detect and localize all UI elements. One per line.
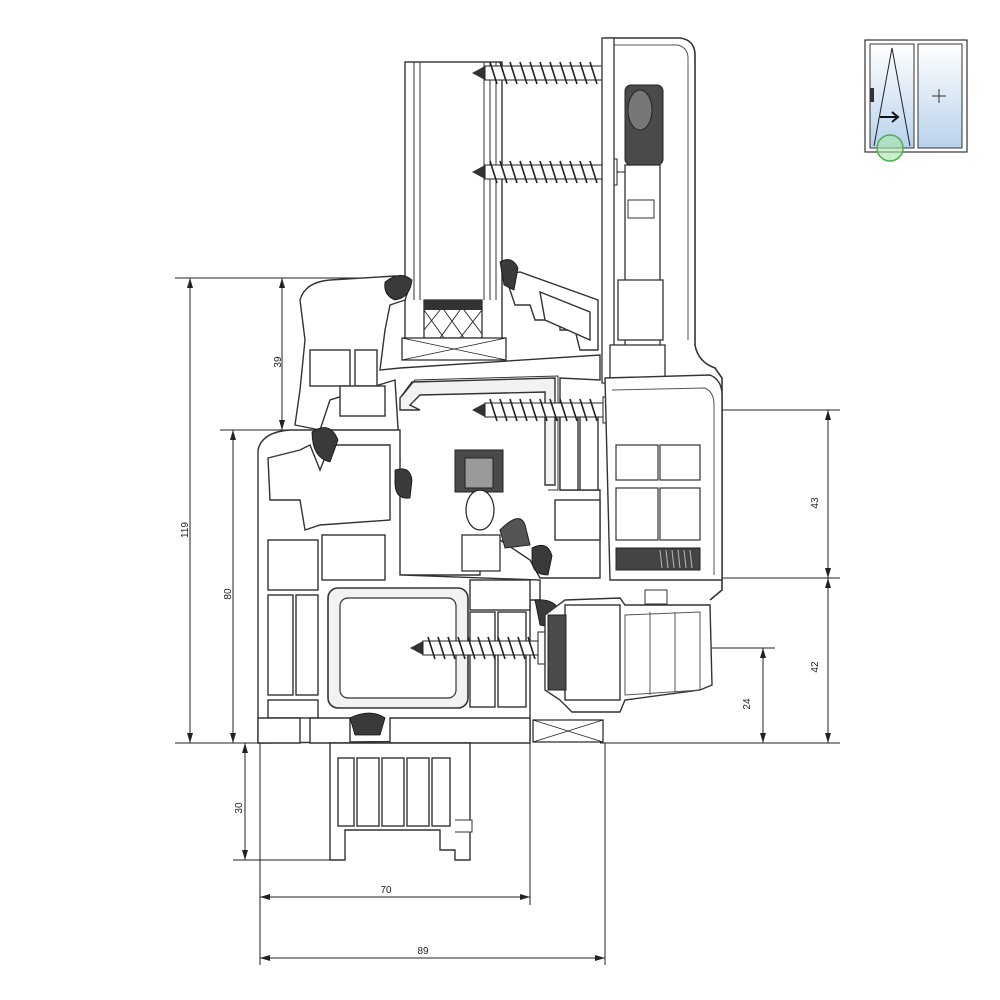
- dim-42-label: 42: [810, 661, 821, 673]
- dim-30-label: 30: [234, 802, 245, 814]
- base-extension-profile: [329, 742, 473, 861]
- dim-70-label: 70: [380, 885, 392, 896]
- arrow-right-icon: [880, 111, 900, 123]
- frame-profile: [257, 429, 604, 744]
- hinge-body-lower: [604, 374, 723, 581]
- dim-43-label: 43: [810, 497, 821, 509]
- window-type-thumbnail: [864, 39, 968, 162]
- hinge-bearing-bottom: [544, 589, 713, 713]
- dim-24-label: 24: [742, 698, 753, 710]
- dim-80-label: 80: [223, 588, 234, 600]
- glazing-unit: [401, 61, 507, 361]
- highlight-circle-icon: [876, 134, 904, 162]
- dim-119-label: 119: [180, 522, 191, 538]
- dimension-labels: 119 39 80 30 70 89 43 42 24: [180, 356, 821, 957]
- tilt-opening-lines-icon: [873, 47, 911, 147]
- dim-89-label: 89: [417, 946, 429, 957]
- gaskets: [311, 259, 561, 736]
- dim-39-label: 39: [273, 356, 284, 368]
- fixed-glass-plus-icon: [932, 89, 946, 103]
